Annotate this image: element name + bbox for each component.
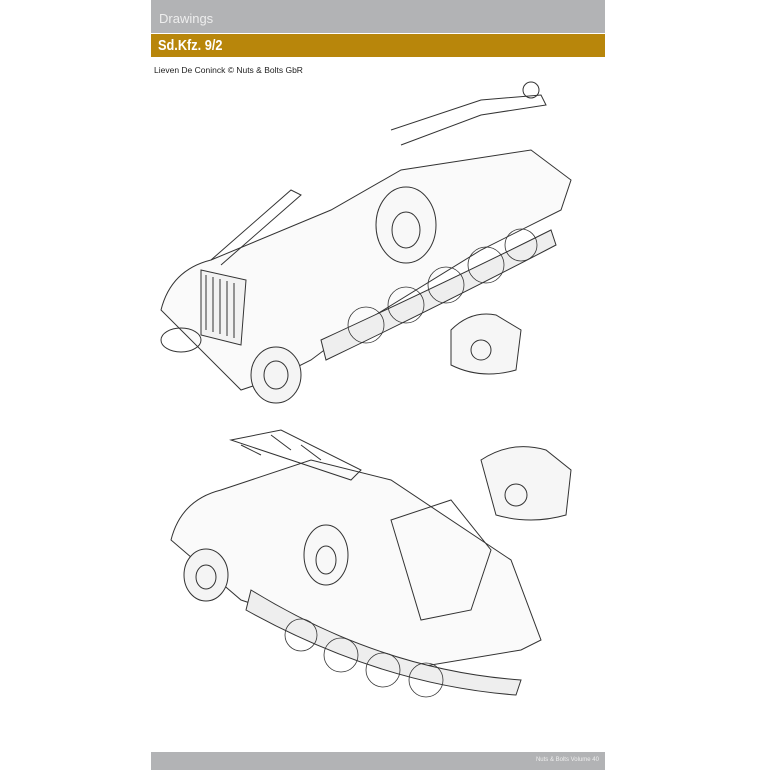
section-title: Drawings	[159, 11, 214, 26]
credit-line: Lieven De Coninck © Nuts & Bolts GbR	[154, 65, 303, 75]
top-view-drawing	[160, 81, 572, 404]
title-bar: Sd.Kfz. 9/2	[151, 34, 605, 57]
vehicle-drawings	[160, 81, 572, 698]
page-footer: Nuts & Bolts Volume 40	[151, 752, 605, 770]
bottom-view-drawing	[170, 429, 572, 698]
document-page: Drawings Sd.Kfz. 9/2 Lieven De Coninck ©…	[151, 0, 605, 771]
section-header: Drawings	[151, 0, 605, 33]
footer-publication: Nuts & Bolts Volume 40	[535, 757, 599, 763]
page-title: Sd.Kfz. 9/2	[158, 37, 223, 54]
